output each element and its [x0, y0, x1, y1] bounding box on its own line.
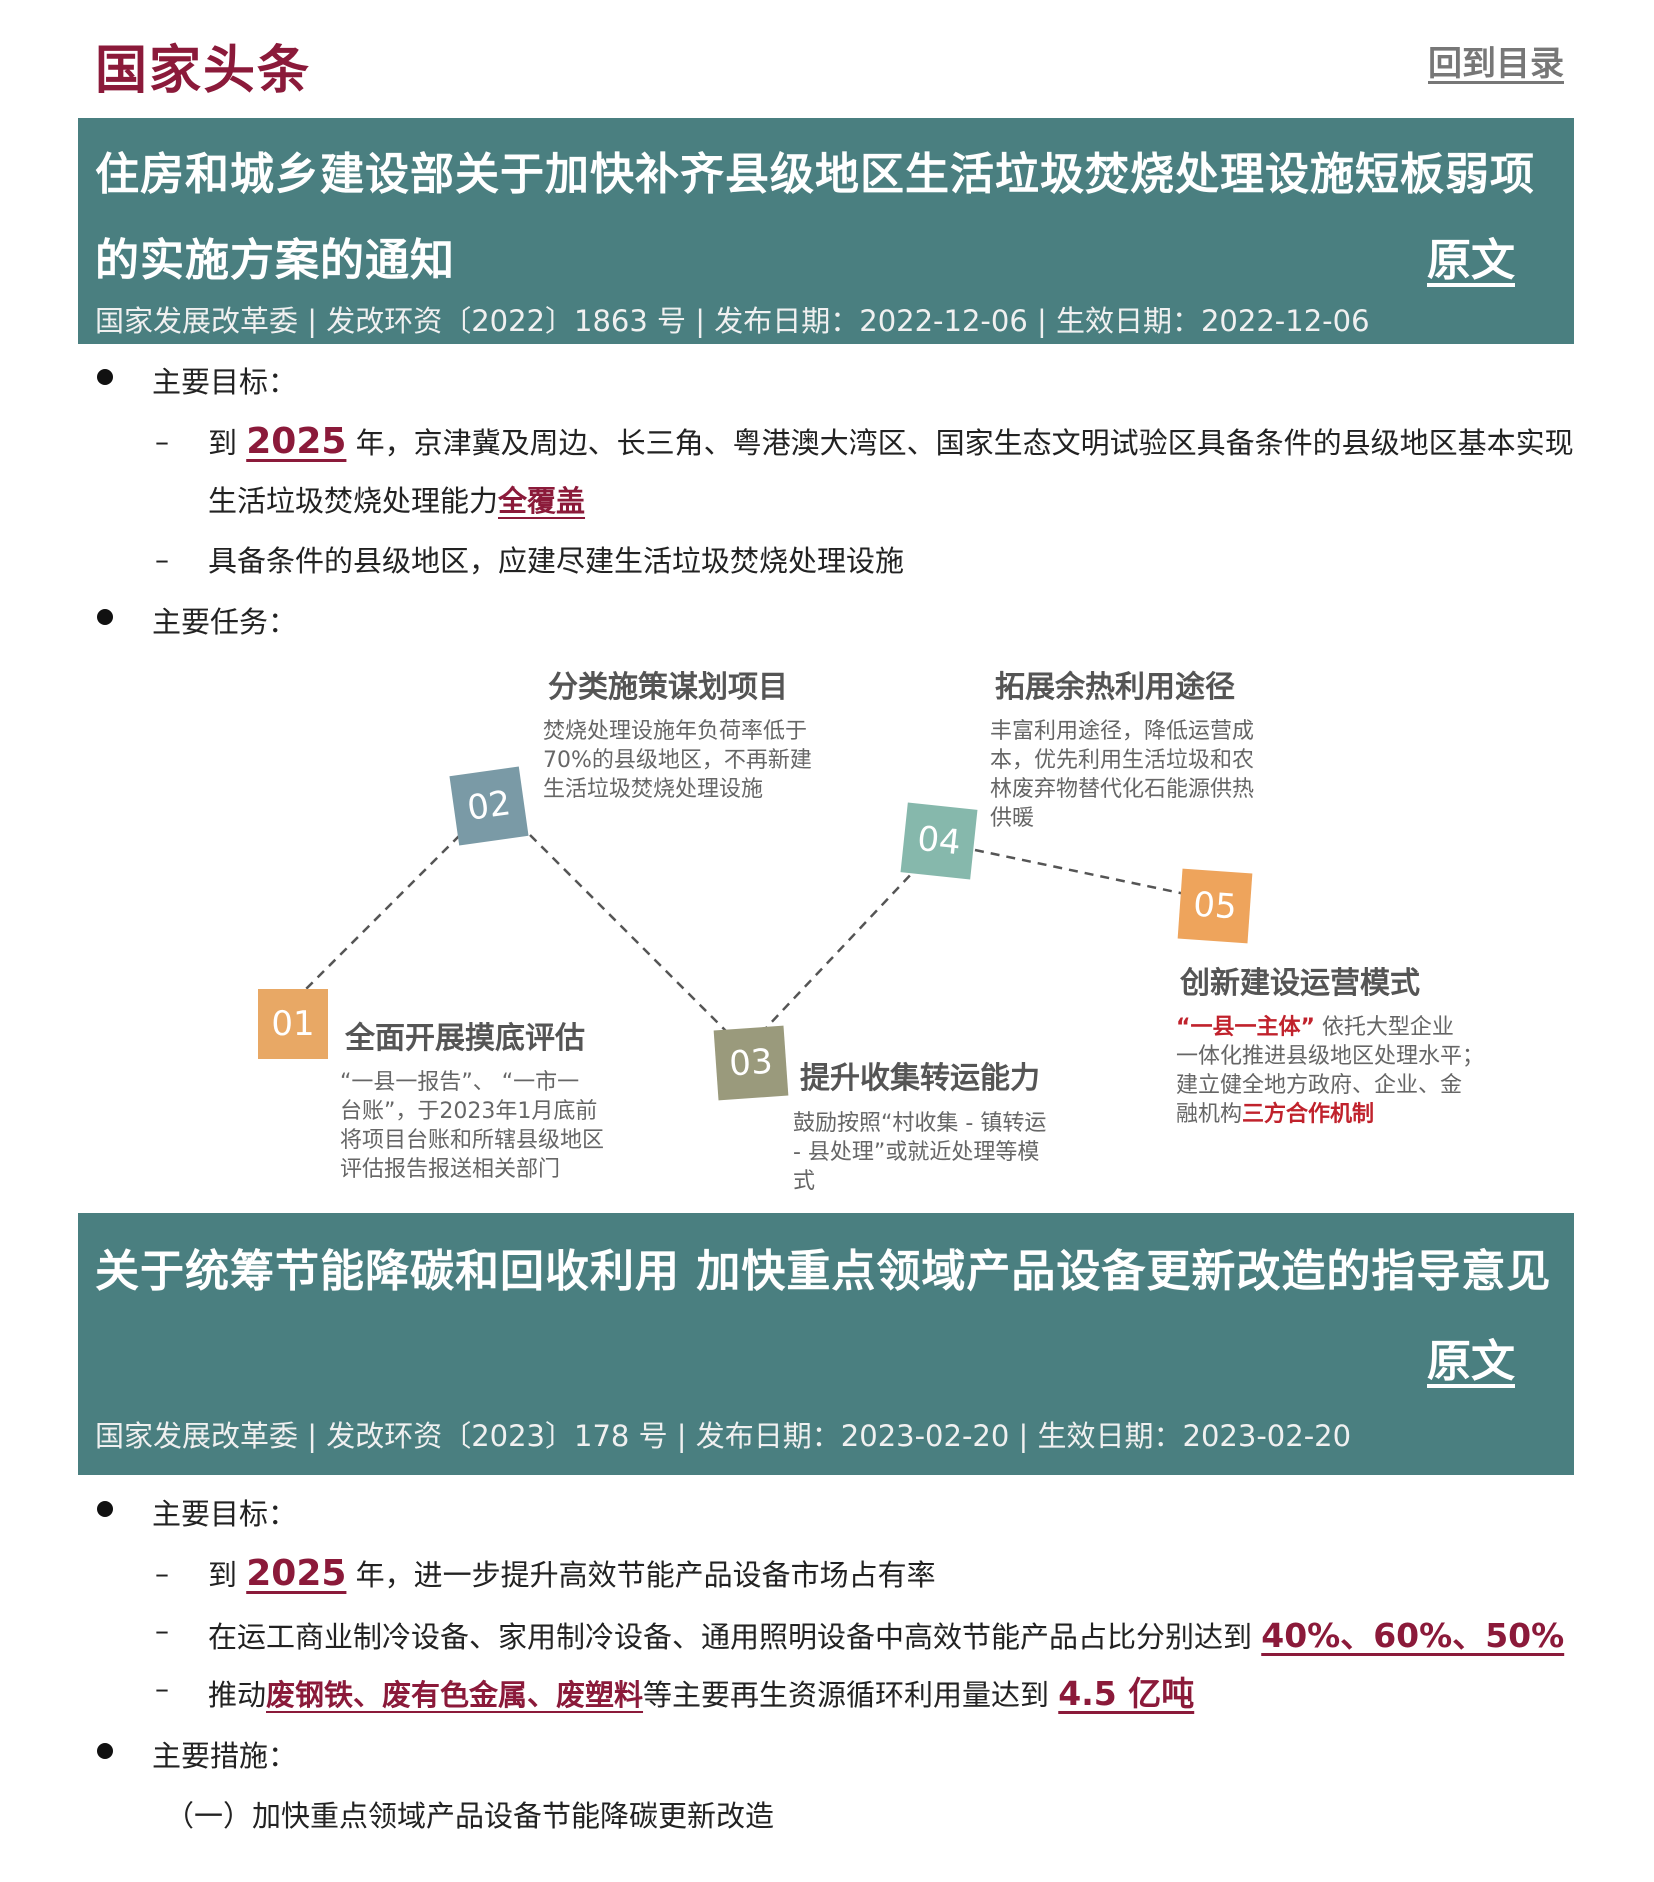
- step-05-desc: “一县一主体” 依托大型企业 一体化推进县级地区处理水平； 建立健全地方政府、企…: [1176, 1015, 1485, 1127]
- doc2-measure1: （一）加快重点领域产品设备节能降碳更新改造: [165, 1799, 775, 1833]
- doc1-goals-label: 主要目标：: [152, 365, 298, 399]
- doc1-title-line2: 的实施方案的通知: [95, 235, 455, 286]
- doc2-title-line1: 关于统筹节能降碳和回收利用 加快重点领域产品设备更新改造的指导意见: [95, 1246, 1552, 1297]
- doc2-goal3: 推动废钢铁、废有色金属、废塑料等主要再生资源循环利用量达到 4.5 亿吨: [208, 1674, 1195, 1713]
- doc2-goals-label: 主要目标：: [152, 1497, 298, 1531]
- doc2-measures-label: 主要措施：: [152, 1739, 298, 1773]
- back-to-toc-link[interactable]: 回到目录: [1428, 44, 1564, 84]
- bullet-icon: [97, 609, 113, 625]
- bullet-icon: [97, 1743, 113, 1759]
- step-04-badge: 04: [900, 802, 978, 880]
- dash-icon: –: [155, 425, 169, 458]
- page-title: 国家头条: [95, 41, 312, 101]
- step-04-title: 拓展余热利用途径: [995, 670, 1235, 705]
- step-01-title: 全面开展摸底评估: [345, 1021, 585, 1056]
- doc2-original-link[interactable]: 原文: [1427, 1336, 1515, 1387]
- doc2-goal2: 在运工商业制冷设备、家用制冷设备、通用照明设备中高效节能产品占比分别达到 40%…: [208, 1616, 1565, 1655]
- step-04-desc: 丰富利用途径，降低运营成本，优先利用生活垃圾和农林废弃物替代化石能源供热供暖: [990, 719, 1255, 831]
- step-05-title: 创新建设运营模式: [1180, 966, 1420, 1001]
- step-02-title: 分类施策谋划项目: [548, 670, 788, 705]
- doc1-tasks-label: 主要任务：: [152, 605, 298, 639]
- doc1-original-link[interactable]: 原文: [1427, 235, 1515, 286]
- step-03-desc: 鼓励按照“村收集 - 镇转运 - 县处理”或就近处理等模式: [793, 1111, 1047, 1194]
- doc2-banner: 关于统筹节能降碳和回收利用 加快重点领域产品设备更新改造的指导意见 原文 国家发…: [78, 1213, 1574, 1475]
- dash-icon: –: [155, 1672, 169, 1705]
- dash-icon: –: [155, 543, 169, 576]
- doc1-goal1: 到 2025 年，京津冀及周边、长三角、粤港澳大湾区、国家生态文明试验区具备条件…: [208, 421, 1574, 462]
- step-01-desc: “一县一报告”、 “一市一台账”，于2023年1月底前将项目台账和所辖县级地区评…: [340, 1070, 605, 1182]
- doc1-goal2: 具备条件的县级地区，应建尽建生活垃圾焚烧处理设施: [208, 544, 905, 578]
- step-02-badge: 02: [449, 766, 529, 846]
- doc1-title-line1: 住房和城乡建设部关于加快补齐县级地区生活垃圾焚烧处理设施短板弱项: [95, 149, 1535, 200]
- dash-icon: –: [155, 1557, 169, 1590]
- step-03-title: 提升收集转运能力: [800, 1061, 1040, 1096]
- dash-icon: –: [155, 1614, 169, 1647]
- doc1-goal1-line2: 生活垃圾焚烧处理能力全覆盖: [208, 484, 586, 518]
- step-03-badge: 03: [713, 1025, 789, 1101]
- bullet-icon: [97, 1501, 113, 1517]
- doc2-meta: 国家发展改革委 | 发改环资〔2023〕178 号 | 发布日期：2023-02…: [95, 1419, 1352, 1453]
- doc1-banner: 住房和城乡建设部关于加快补齐县级地区生活垃圾焚烧处理设施短板弱项 的实施方案的通…: [78, 118, 1574, 344]
- step-05-badge: 05: [1177, 868, 1253, 944]
- bullet-icon: [97, 369, 113, 385]
- doc1-meta: 国家发展改革委 | 发改环资〔2022〕1863 号 | 发布日期：2022-1…: [95, 304, 1370, 338]
- doc2-goal1: 到 2025 年，进一步提升高效节能产品设备市场占有率: [208, 1553, 936, 1594]
- step-01-badge: 01: [258, 989, 328, 1059]
